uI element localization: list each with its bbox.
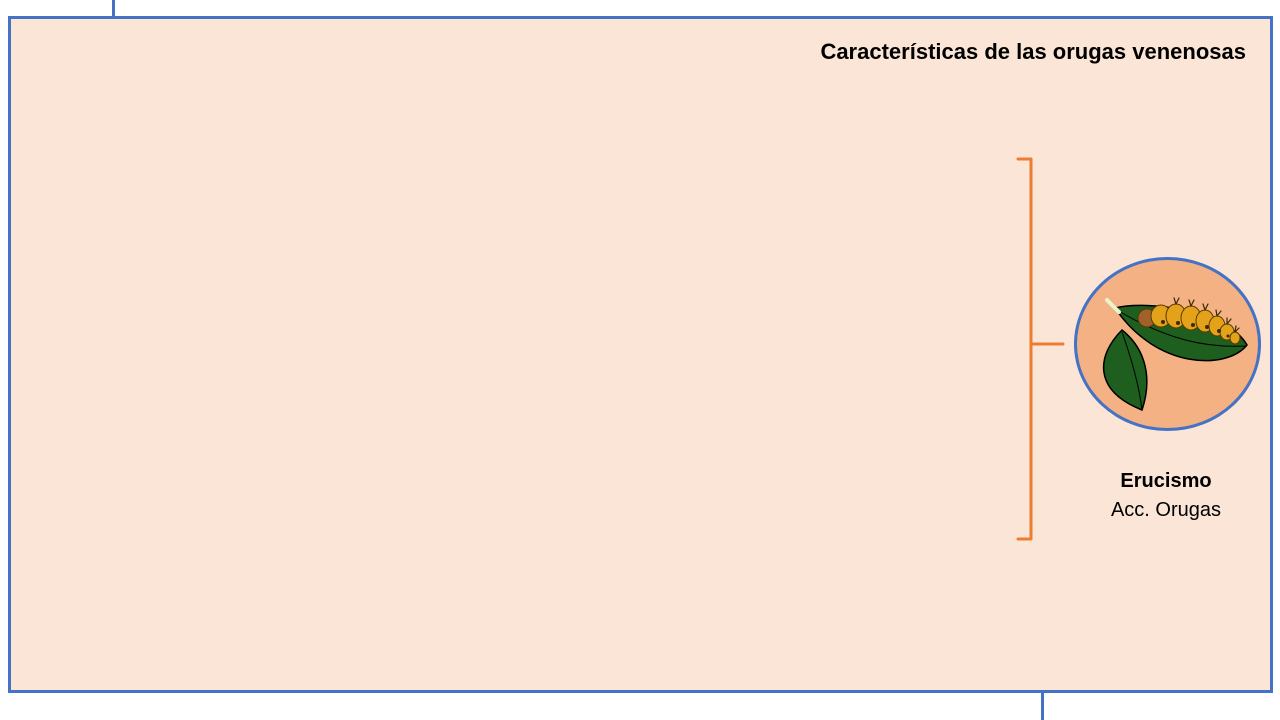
caption-name: Erucismo	[1120, 470, 1212, 492]
curly-brace-bracket	[1016, 157, 1065, 541]
caption: Erucismo Acc. Orugas	[1091, 467, 1241, 525]
slide-title: Características de las orugas venenosas	[820, 39, 1246, 64]
connector-line-bottom	[1041, 690, 1044, 720]
illustration-circle	[1074, 257, 1261, 431]
connector-line-top	[112, 0, 115, 18]
content-panel: Características de las orugas venenosas	[8, 16, 1273, 693]
caption-subtitle: Acc. Orugas	[1110, 499, 1222, 521]
caterpillar-on-leaf-icon	[1102, 297, 1248, 411]
